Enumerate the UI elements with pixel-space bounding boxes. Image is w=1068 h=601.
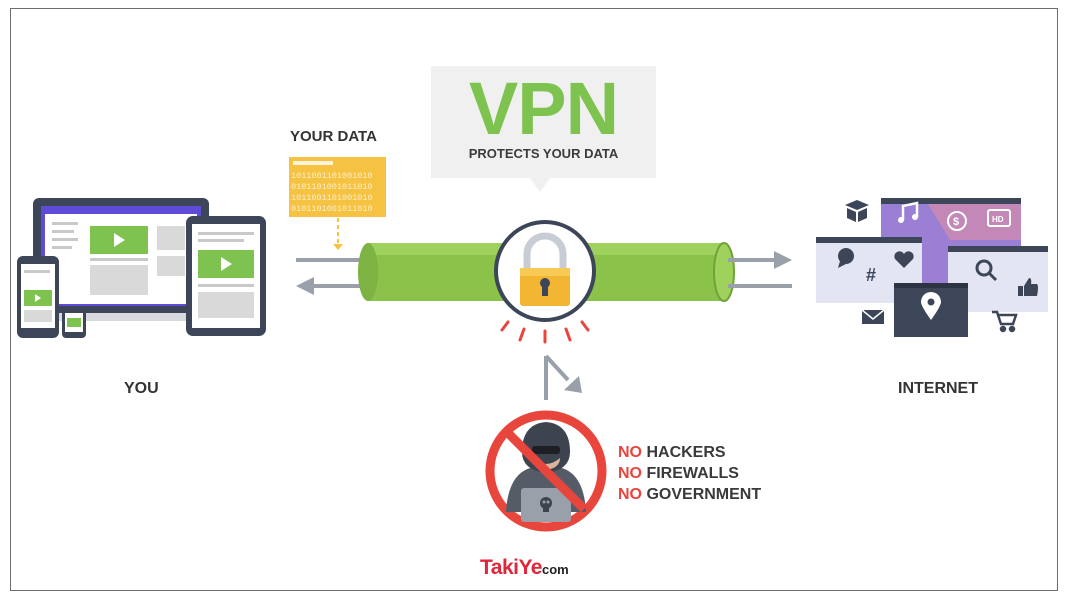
no-prefix: NO (618, 465, 642, 482)
dollar-icon: $ (947, 211, 967, 231)
brand-name: TakiYe (480, 556, 543, 579)
vpn-callout (431, 66, 656, 178)
data-file-icon: 1011001101001010 0101101001011010 101100… (289, 157, 386, 217)
cart-icon (992, 310, 1018, 333)
heart-icon (894, 251, 914, 268)
laptop-icon (20, 198, 222, 321)
blocked-firewalls: NO FIREWALLS (618, 465, 739, 483)
hd-video-icon: HD (987, 209, 1011, 227)
no-prefix: NO (618, 444, 642, 461)
svg-text:0101101001011010: 0101101001011010 (291, 182, 373, 192)
no-entry-icon (504, 429, 588, 513)
blocked-text: GOVERNMENT (646, 486, 762, 503)
svg-text:1011001101001010: 1011001101001010 (291, 171, 373, 181)
deflect-arrow (544, 354, 582, 400)
box-icon (845, 200, 869, 222)
tablet-icon (186, 216, 266, 336)
chat-icon (838, 248, 854, 268)
phone-icon (17, 256, 59, 338)
svg-text:1011001101001010: 1011001101001010 (291, 193, 373, 203)
alert-rays (500, 320, 590, 344)
blocked-text: FIREWALLS (646, 465, 739, 482)
blocked-text: HACKERS (646, 444, 726, 461)
location-pin-icon (921, 292, 941, 320)
right-arrows (728, 251, 792, 288)
hashtag-icon: # (866, 265, 876, 285)
no-prefix: NO (618, 486, 642, 503)
vpn-subtitle: PROTECTS YOUR DATA (468, 146, 619, 161)
vpn-title: VPN (468, 67, 619, 150)
hacker-icon (485, 410, 607, 532)
small-phone-icon (62, 308, 86, 338)
blocked-government: NO GOVERNMENT (618, 486, 761, 504)
brand-suffix: com (542, 562, 569, 577)
svg-text:0101101001011010: 0101101001011010 (291, 204, 373, 214)
search-icon (975, 259, 998, 282)
thumbs-up-icon (1018, 278, 1038, 296)
skull-icon (540, 497, 552, 512)
blocked-hackers: NO HACKERS (618, 444, 726, 462)
padlock-icon (494, 220, 596, 322)
brand-logo: TakiYecom (480, 556, 569, 580)
mail-icon (861, 309, 885, 324)
svg-text:HD: HD (992, 215, 1004, 224)
music-icon (898, 201, 919, 223)
internet-label: INTERNET (898, 380, 978, 397)
internet-cluster: $ HD # (816, 198, 1048, 337)
svg-text:$: $ (953, 216, 959, 228)
you-label: YOU (124, 380, 159, 397)
left-arrows (296, 258, 360, 295)
your-data-label: YOUR DATA (290, 128, 377, 145)
